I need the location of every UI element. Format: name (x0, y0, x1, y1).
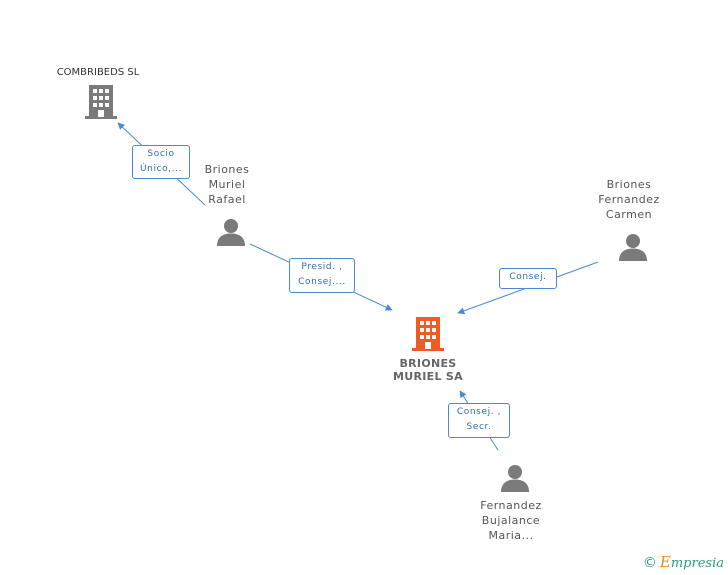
person-icon[interactable] (618, 233, 648, 261)
brand-logo-e: E (659, 553, 671, 571)
company-label-briones-muriel-sa: BRIONES MURIEL SA (393, 357, 463, 383)
person-label-fernandez-bujalance-maria: Fernandez Bujalance Maria... (480, 499, 542, 542)
company-label-combribeds: COMBRIBEDS SL (56, 67, 140, 78)
person-icon[interactable] (500, 464, 530, 492)
person-icon[interactable] (216, 218, 246, 246)
edge-label-consej[interactable]: Consej. (499, 268, 557, 289)
edge-label-consej-secr[interactable]: Consej. , Secr. (448, 403, 510, 438)
building-icon[interactable] (411, 316, 445, 352)
edge-label-presid-consej[interactable]: Presid. , Consej.... (289, 258, 355, 293)
brand-footer: ©Empresia (643, 553, 724, 571)
copyright-symbol: © (642, 555, 657, 571)
person-label-briones-muriel-rafael: Briones Muriel Rafael (204, 163, 250, 206)
edge-label-socio-unico[interactable]: Socio Único,... (132, 145, 190, 179)
person-label-briones-fernandez-carmen: Briones Fernandez Carmen (598, 178, 660, 221)
brand-logo-text: mpresia (670, 556, 724, 571)
building-icon[interactable] (84, 84, 118, 120)
